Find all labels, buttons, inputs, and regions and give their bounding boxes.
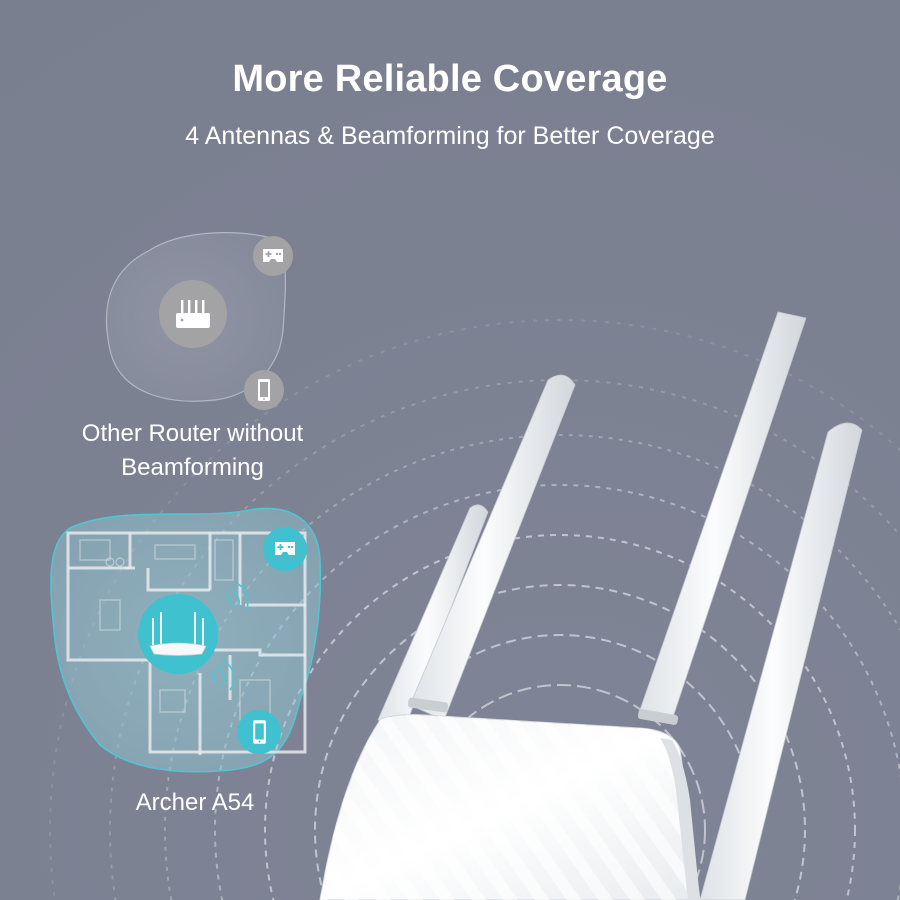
page-title: More Reliable Coverage bbox=[232, 58, 668, 100]
gamepad-icon bbox=[275, 542, 295, 555]
other-router-label-line1: Other Router without bbox=[81, 420, 304, 447]
archer-gamepad-circle bbox=[263, 527, 307, 571]
smartphone-icon bbox=[252, 720, 266, 744]
gamepad-icon bbox=[263, 249, 283, 262]
other-router-circle bbox=[159, 280, 227, 348]
other-router-label-line2: Beamforming bbox=[121, 454, 264, 481]
archer-label: Archer A54 bbox=[135, 789, 255, 816]
archer-phone-circle bbox=[237, 710, 281, 754]
smartphone-icon bbox=[258, 379, 270, 401]
other-phone-circle bbox=[244, 370, 284, 410]
other-gamepad-circle bbox=[253, 236, 293, 276]
other-router-label: Other Router without Beamforming bbox=[55, 417, 330, 485]
router-photo-icon bbox=[149, 612, 207, 656]
router-icon bbox=[176, 300, 210, 328]
archer-router-circle bbox=[138, 594, 218, 674]
page-subtitle: 4 Antennas & Beamforming for Better Cove… bbox=[185, 122, 715, 150]
